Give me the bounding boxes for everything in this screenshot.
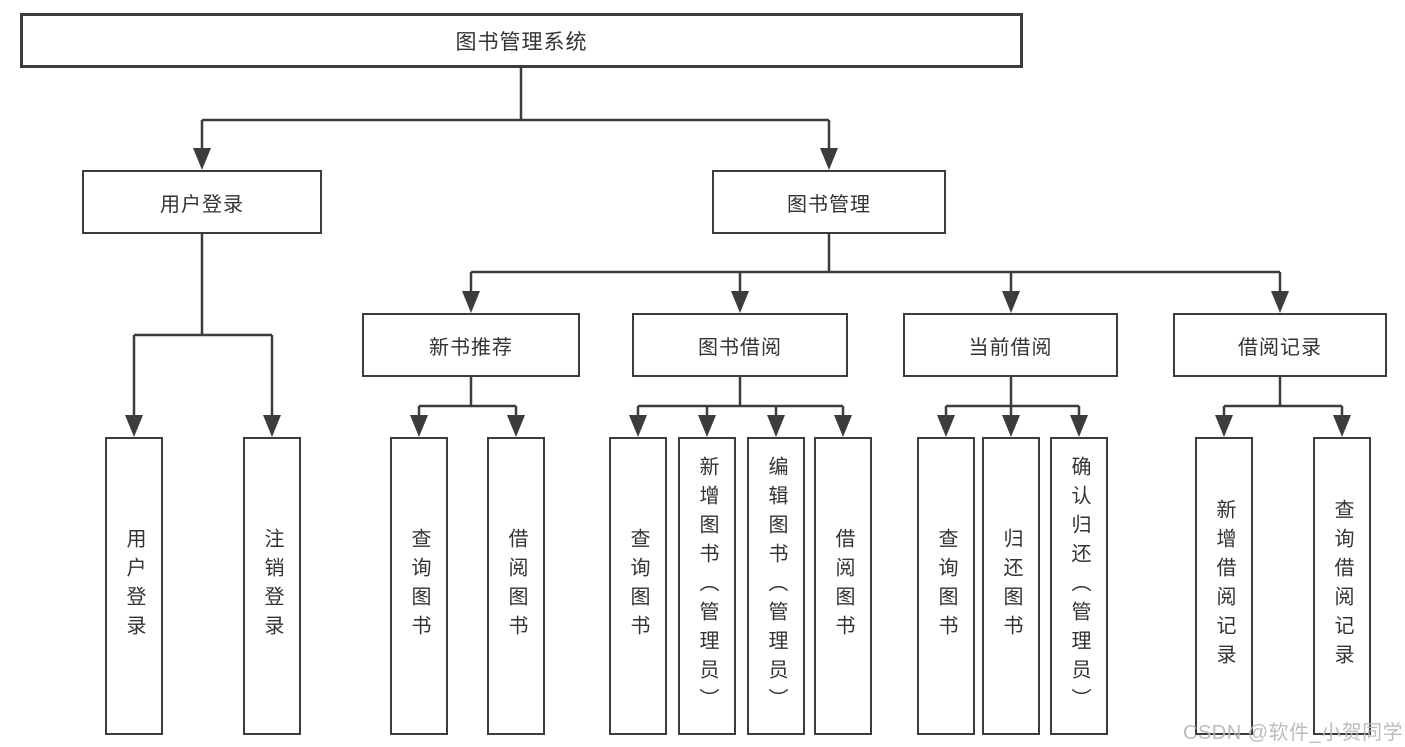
leaf-confirm-return-admin-label: 确认归还（管理员）: [1068, 455, 1090, 717]
leaf-query-books-recommend-label: 查询图书: [408, 528, 430, 644]
csdn-watermark: CSDN @软件_小贺同学: [1183, 722, 1404, 744]
leaf-logout-label: 注销登录: [261, 528, 283, 644]
leaf-query-books-borrow: 查询图书: [609, 437, 667, 735]
leaf-return-books-label: 归还图书: [1000, 528, 1022, 644]
node-user-login-label: 用户登录: [160, 193, 244, 216]
leaf-query-books-recommend: 查询图书: [390, 437, 448, 735]
node-user-login: 用户登录: [82, 170, 322, 234]
leaf-edit-books-admin: 编辑图书（管理员）: [747, 437, 805, 735]
leaf-query-borrow-record: 查询借阅记录: [1313, 437, 1371, 735]
leaf-logout: 注销登录: [243, 437, 301, 735]
node-book-management-label: 图书管理: [787, 193, 871, 216]
node-current-borrow-label: 当前借阅: [968, 336, 1053, 359]
leaf-add-books-admin-label: 新增图书（管理员）: [696, 455, 718, 717]
leaf-borrow-books-label: 借阅图书: [832, 528, 854, 644]
node-borrow-records: 借阅记录: [1173, 313, 1387, 377]
leaf-confirm-return-admin: 确认归还（管理员）: [1050, 437, 1108, 735]
leaf-edit-books-admin-label: 编辑图书（管理员）: [765, 455, 787, 717]
leaf-add-borrow-record-label: 新增借阅记录: [1213, 499, 1235, 673]
node-new-book-recommend: 新书推荐: [362, 313, 580, 377]
node-book-management: 图书管理: [712, 170, 946, 234]
leaf-query-books-current-label: 查询图书: [935, 528, 957, 644]
leaf-add-books-admin: 新增图书（管理员）: [678, 437, 736, 735]
node-new-book-recommend-label: 新书推荐: [429, 336, 513, 359]
leaf-add-borrow-record: 新增借阅记录: [1195, 437, 1253, 735]
node-current-borrow: 当前借阅: [903, 313, 1118, 377]
leaf-user-login: 用户登录: [105, 437, 163, 735]
arrowhead-icons: [125, 148, 1351, 437]
node-book-borrow: 图书借阅: [632, 313, 848, 377]
leaf-user-login-label: 用户登录: [123, 528, 145, 644]
node-book-borrow-label: 图书借阅: [698, 336, 782, 359]
root-node-label: 图书管理系统: [455, 30, 588, 54]
leaf-borrow-books-recommend-label: 借阅图书: [505, 528, 527, 644]
node-borrow-records-label: 借阅记录: [1238, 336, 1322, 359]
leaf-query-books-borrow-label: 查询图书: [627, 528, 649, 644]
leaf-borrow-books: 借阅图书: [814, 437, 872, 735]
leaf-query-borrow-record-label: 查询借阅记录: [1331, 499, 1353, 673]
root-node-library-system: 图书管理系统: [20, 13, 1023, 68]
leaf-query-books-current: 查询图书: [917, 437, 975, 735]
leaf-borrow-books-recommend: 借阅图书: [487, 437, 545, 735]
leaf-return-books: 归还图书: [982, 437, 1040, 735]
